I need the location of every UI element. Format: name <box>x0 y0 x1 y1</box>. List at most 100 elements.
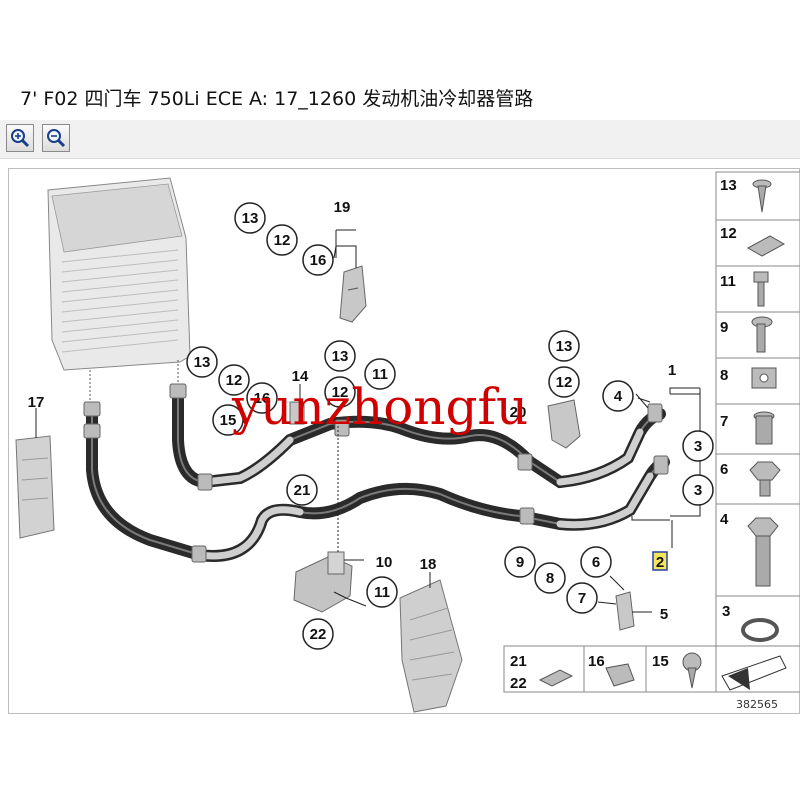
legend-num-22: 22 <box>510 675 527 692</box>
nut-icon <box>753 411 775 445</box>
callout-circle <box>302 244 334 276</box>
callout-label: 4 <box>614 388 623 405</box>
heat-shield-17 <box>15 435 55 539</box>
callout-4: 4 <box>602 380 634 412</box>
clip-icon <box>538 669 574 687</box>
zoom-out-button[interactable] <box>42 124 70 152</box>
callout-11: 11 <box>366 576 398 608</box>
watermark: yunzhongfu <box>232 378 529 436</box>
callout-20: 20 <box>510 404 527 421</box>
callout-circle <box>682 430 714 462</box>
callout-label: 11 <box>374 584 390 601</box>
callout-label: 18 <box>420 556 437 573</box>
legend-panel <box>503 171 800 693</box>
callout-10: 10 <box>376 554 393 571</box>
legend-num-12: 12 <box>720 225 737 242</box>
callout-label: 1 <box>668 362 676 379</box>
callout-circle <box>504 546 536 578</box>
callout-5: 5 <box>660 606 668 623</box>
callout-14: 14 <box>292 368 309 385</box>
callout-9: 9 <box>504 546 536 578</box>
holder-icon <box>605 663 635 687</box>
legend-num-9: 9 <box>720 319 728 336</box>
page-title: 7' F02 四门车 750Li ECE A: 17_1260 发动机油冷却器管… <box>20 88 534 110</box>
callout-circle <box>580 546 612 578</box>
callout-13: 13 <box>186 346 218 378</box>
callout-circle <box>286 474 318 506</box>
highlight-box <box>652 551 668 571</box>
oil-cooler <box>47 177 191 400</box>
callout-label: 15 <box>220 412 237 429</box>
callout-circle <box>548 330 580 362</box>
callout-12: 12 <box>266 224 298 256</box>
callout-circle <box>566 582 598 614</box>
clip-icon <box>746 235 786 257</box>
screw-icon <box>682 652 702 689</box>
callout-circle <box>246 382 278 414</box>
callout-circle <box>186 346 218 378</box>
callout-16: 16 <box>302 244 334 276</box>
clamp-icon <box>751 367 777 389</box>
zoom-in-button[interactable] <box>6 124 34 152</box>
callout-circle <box>212 404 244 436</box>
callout-circle <box>534 562 566 594</box>
legend-num-4: 4 <box>720 511 729 528</box>
screw-icon <box>752 179 772 213</box>
callout-label: 14 <box>292 368 309 385</box>
hex-bolt-icon <box>747 517 779 587</box>
callout-22: 22 <box>302 618 334 650</box>
seal-ring-icon <box>741 618 779 642</box>
callout-17: 17 <box>28 394 45 411</box>
callout-circle <box>548 366 580 398</box>
callout-circle <box>302 618 334 650</box>
bracket-5 <box>615 591 635 631</box>
callout-circle <box>682 474 714 506</box>
callout-label: 13 <box>556 338 573 355</box>
callout-label: 12 <box>226 372 243 389</box>
callout-12: 12 <box>324 376 356 408</box>
callout-label: 13 <box>242 210 259 227</box>
legend-num-8: 8 <box>720 367 728 384</box>
callout-label: 9 <box>516 554 524 571</box>
callout-11: 11 <box>364 358 396 390</box>
bracket-20 <box>547 399 581 449</box>
callout-label: 12 <box>556 374 573 391</box>
callout-13: 13 <box>324 340 356 372</box>
callout-21: 21 <box>286 474 318 506</box>
callout-8: 8 <box>534 562 566 594</box>
callout-circle <box>234 202 266 234</box>
legend-num-7: 7 <box>720 413 728 430</box>
legend-num-11: 11 <box>720 273 736 290</box>
callout-circle <box>218 364 250 396</box>
bolt-icon <box>751 316 773 353</box>
callout-label: 3 <box>694 482 702 499</box>
callout-label: 7 <box>578 590 586 607</box>
callout-circle <box>364 358 396 390</box>
callout-label: 3 <box>694 438 702 455</box>
callout-circle <box>266 224 298 256</box>
callout-16: 16 <box>246 382 278 414</box>
callout-label: 12 <box>332 384 349 401</box>
callout-label: 22 <box>310 626 327 643</box>
callout-label: 13 <box>332 348 349 365</box>
legend-num-13: 13 <box>720 177 737 194</box>
legend-num-6: 6 <box>720 461 728 478</box>
heat-shield-18 <box>399 579 463 713</box>
callout-2: 2 <box>652 551 668 571</box>
legend-num-3: 3 <box>722 603 730 620</box>
callout-3: 3 <box>682 474 714 506</box>
callout-label: 8 <box>546 570 554 587</box>
bracket-10 <box>293 551 353 613</box>
callout-label: 19 <box>334 199 351 216</box>
legend-num-16: 16 <box>588 653 605 670</box>
callout-6: 6 <box>580 546 612 578</box>
arrow-icon <box>721 655 787 691</box>
callout-12: 12 <box>548 366 580 398</box>
zoom-out-icon <box>47 129 66 148</box>
legend-num-21: 21 <box>510 653 527 670</box>
hex-nut-icon <box>749 461 781 497</box>
callout-label: 17 <box>28 394 45 411</box>
toolbar <box>0 120 800 159</box>
